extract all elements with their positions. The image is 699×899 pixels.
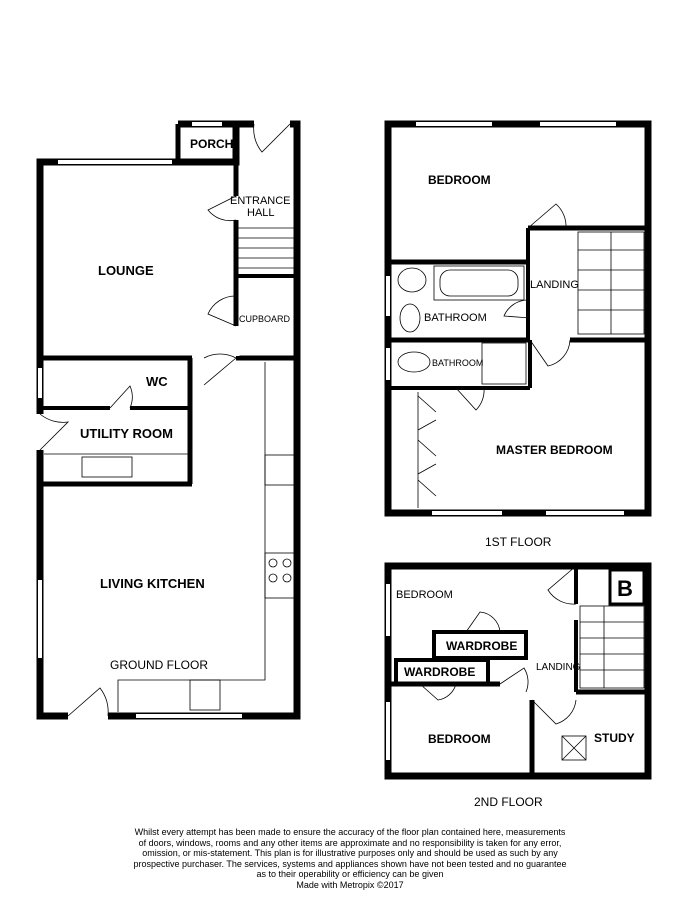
bath bbox=[433, 265, 525, 301]
bedroom-label: BEDROOM bbox=[428, 173, 491, 187]
basin bbox=[397, 267, 427, 293]
boiler-cupboard bbox=[608, 568, 646, 606]
wc-label: WC bbox=[146, 374, 168, 389]
second-bedroom-bottom-label: BEDROOM bbox=[428, 732, 491, 746]
disclaimer-text: Whilst every attempt has been made to en… bbox=[60, 827, 640, 890]
bath-inner bbox=[439, 269, 519, 297]
second-floor-plan bbox=[384, 562, 652, 780]
hob-ring bbox=[268, 573, 278, 583]
second-floor-outer-wall bbox=[384, 562, 652, 780]
disclaimer-line: as to their operability or efficiency ca… bbox=[256, 869, 444, 879]
ground-stairs bbox=[238, 227, 295, 269]
second-landing-label: LANDING bbox=[536, 662, 581, 673]
entrance-label: ENTRANCE bbox=[230, 195, 291, 207]
first-floor-door-swings bbox=[455, 203, 571, 411]
kitchen-sink bbox=[189, 679, 221, 711]
first-floor-plan bbox=[384, 120, 652, 517]
hob-ring bbox=[268, 558, 278, 568]
hall-label: HALL bbox=[247, 207, 275, 219]
ground-floor-plan bbox=[35, 119, 301, 721]
skylight bbox=[561, 735, 587, 761]
skylight-cross bbox=[561, 735, 587, 761]
master-wardrobe-doors bbox=[417, 392, 437, 508]
landing-label: LANDING bbox=[530, 279, 579, 291]
first-floor-stairs bbox=[577, 231, 645, 335]
toilet bbox=[399, 303, 421, 333]
master-bedroom-label: MASTER BEDROOM bbox=[496, 443, 613, 457]
wardrobe-2-label: WARDROBE bbox=[404, 665, 475, 679]
ensuite-label: BATHROOM bbox=[432, 358, 483, 368]
hob bbox=[264, 552, 296, 599]
first-floor-label: 1ST FLOOR bbox=[485, 535, 552, 549]
second-bedroom-top-label: BEDROOM bbox=[396, 589, 453, 601]
lounge-label: LOUNGE bbox=[98, 263, 154, 278]
second-floor-door-swings bbox=[419, 565, 577, 725]
boiler-label: B bbox=[617, 576, 633, 601]
wardrobe-1-label: WARDROBE bbox=[446, 639, 517, 653]
shower bbox=[481, 342, 527, 385]
study-label: STUDY bbox=[594, 731, 635, 745]
second-floor-stairs bbox=[579, 605, 645, 689]
porch-label: PORCH bbox=[190, 137, 233, 151]
bathroom-label: BATHROOM bbox=[424, 312, 487, 324]
disclaimer-line: Made with Metropix ©2017 bbox=[296, 879, 404, 890]
disclaimer-line: Whilst every attempt has been made to en… bbox=[134, 827, 566, 837]
utility-label: UTILITY ROOM bbox=[80, 426, 173, 441]
second-floor-label: 2ND FLOOR bbox=[474, 795, 543, 809]
ground-door-swings bbox=[39, 123, 291, 717]
kitchen-label: LIVING KITCHEN bbox=[100, 576, 205, 591]
utility-sink bbox=[81, 456, 133, 478]
disclaimer-line: omission, or mis-statement. This plan is… bbox=[142, 848, 558, 858]
wardrobe-box-2 bbox=[394, 658, 490, 686]
ensuite-toilet bbox=[397, 351, 431, 373]
ground-floor-label: GROUND FLOOR bbox=[110, 658, 208, 672]
disclaimer-line: prospective purchaser. The services, sys… bbox=[133, 858, 567, 869]
disclaimer-line: of doors, windows, rooms and any other i… bbox=[138, 837, 562, 848]
hob-ring bbox=[282, 573, 292, 583]
hob-ring bbox=[282, 558, 292, 568]
cupboard-label: CUPBOARD bbox=[239, 314, 291, 324]
washer bbox=[264, 454, 296, 486]
first-floor-outer-wall bbox=[384, 120, 652, 517]
